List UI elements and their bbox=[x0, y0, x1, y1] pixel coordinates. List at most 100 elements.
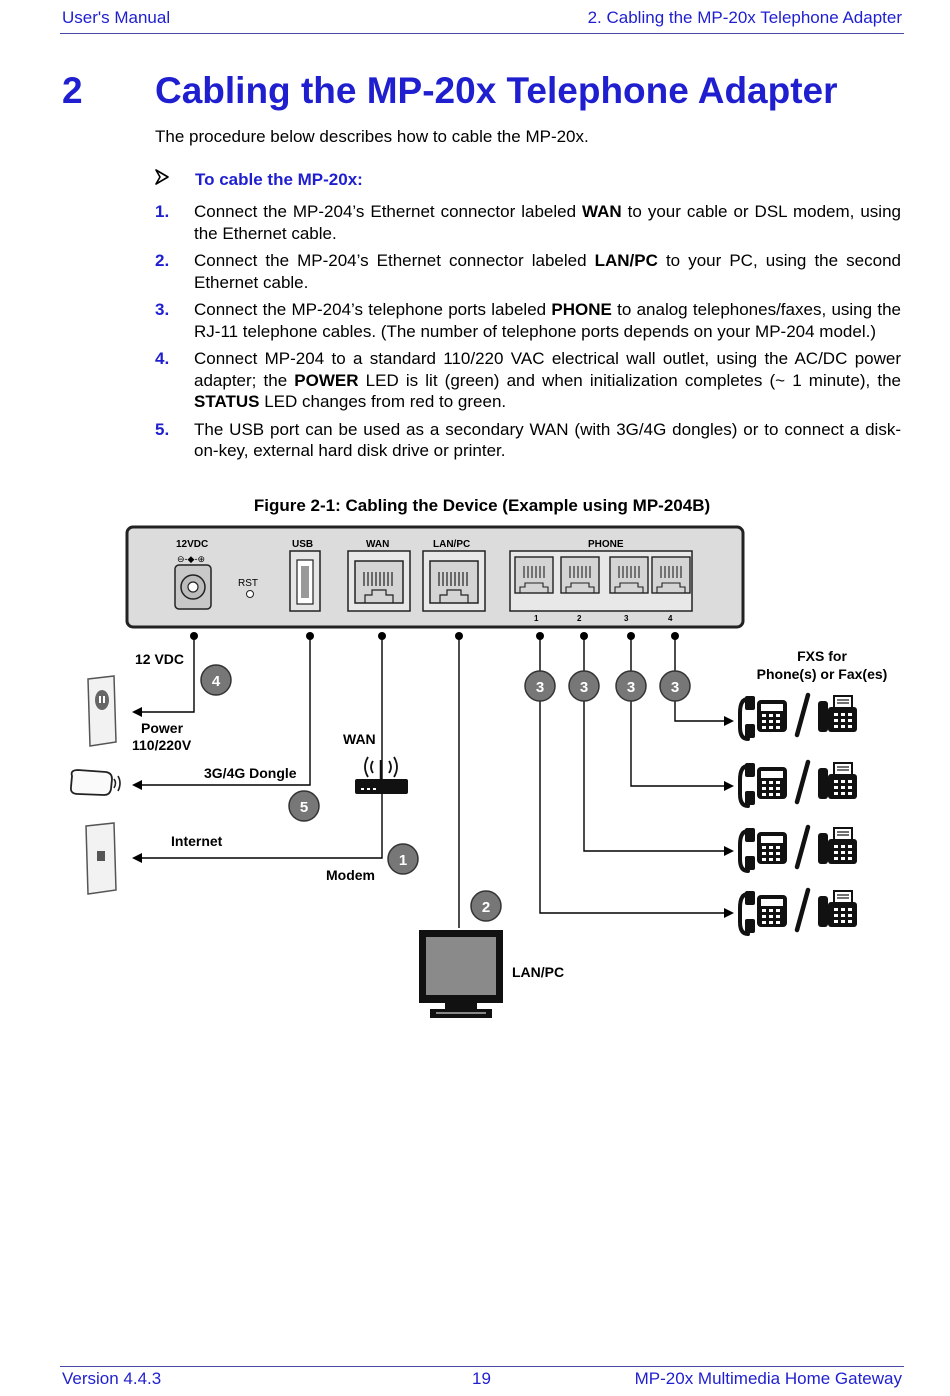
label-fxs: FXS for bbox=[797, 648, 847, 664]
step-keyword: WAN bbox=[582, 202, 622, 221]
power-outlet-icon bbox=[87, 675, 117, 747]
svg-text:5: 5 bbox=[300, 799, 308, 816]
internet-wall-jack-icon bbox=[85, 822, 117, 895]
slash-divider bbox=[794, 692, 811, 738]
step-number: 4. bbox=[155, 349, 170, 368]
step-number: 1. bbox=[155, 202, 170, 221]
slash-divider bbox=[794, 759, 811, 805]
telephone-icon bbox=[738, 763, 787, 808]
panel-12vdc-label: 12VDC bbox=[176, 539, 208, 550]
phone-fax-pair-1 bbox=[738, 692, 857, 741]
badge-phone-4: 3 bbox=[659, 670, 691, 702]
badge-phone-3: 3 bbox=[615, 670, 647, 702]
step-text: Connect the MP-204’s Ethernet connector … bbox=[194, 251, 595, 270]
connector-dots bbox=[190, 632, 679, 640]
fax-machine-icon bbox=[818, 827, 857, 864]
step-keyword: PHONE bbox=[551, 300, 612, 319]
intro-paragraph: The procedure below describes how to cab… bbox=[155, 127, 589, 146]
step-text: to your cable or DSL modem, using the Et… bbox=[194, 202, 901, 243]
step-number: 5. bbox=[155, 419, 170, 439]
badge-phone-2: 3 bbox=[568, 670, 600, 702]
steps-list: 1. Connect the MP-204’s Ethernet connecto… bbox=[155, 201, 901, 468]
cable-lines bbox=[140, 636, 726, 928]
footer-product: MP-20x Multimedia Home Gateway bbox=[634, 1369, 902, 1388]
step-item: 3. Connect the MP-204’s telephone ports l… bbox=[155, 299, 901, 342]
step-item: 4. Connect MP-204 to a standard 110/220 V… bbox=[155, 348, 901, 413]
panel-phone-label: PHONE bbox=[588, 539, 624, 550]
step-text: LED is lit (green) and when initializati… bbox=[358, 370, 901, 390]
chapter-number: 2 bbox=[62, 70, 83, 111]
lan-rj45-port-icon bbox=[422, 550, 486, 612]
step-number: 3. bbox=[155, 300, 170, 319]
fax-machine-icon bbox=[818, 695, 857, 732]
header-manual-title: User's Manual bbox=[62, 8, 171, 27]
figure-caption: Figure 2-1: Cabling the Device (Example … bbox=[253, 496, 711, 515]
procedure-heading: To cable the MP-20x: bbox=[155, 169, 363, 190]
label-lanpc: LAN/PC bbox=[512, 964, 564, 980]
step-text: Connect the MP-204’s Ethernet connector … bbox=[194, 202, 583, 221]
step-text: to your PC, using the second Ethernet ca… bbox=[194, 251, 901, 292]
panel-rst-label: RST bbox=[238, 578, 258, 589]
phone-fax-devices bbox=[738, 692, 857, 936]
label-fxs-devices: Phone(s) or Fax(es) bbox=[757, 666, 888, 682]
port-number-2: 2 bbox=[577, 614, 582, 623]
usb-dongle-icon bbox=[69, 769, 121, 796]
fax-machine-icon bbox=[818, 890, 857, 927]
step-keyword: POWER bbox=[294, 370, 359, 390]
procedure-title: To cable the MP-20x: bbox=[195, 170, 363, 189]
phone-rj11-ports bbox=[514, 556, 691, 594]
header-rule bbox=[60, 33, 904, 34]
label-power-voltage: 110/220V bbox=[132, 737, 192, 753]
step-keyword: LAN/PC bbox=[594, 251, 658, 270]
svg-text:3: 3 bbox=[627, 679, 635, 696]
svg-text:1: 1 bbox=[399, 852, 407, 869]
badge-power: 4 bbox=[200, 664, 232, 696]
badge-lan: 2 bbox=[470, 890, 502, 922]
port-number-3: 3 bbox=[624, 614, 629, 623]
badge-usb: 5 bbox=[288, 790, 320, 822]
label-modem: Modem bbox=[326, 867, 375, 883]
svg-text:3: 3 bbox=[671, 679, 679, 696]
phone-port-4-icon bbox=[651, 556, 691, 594]
phone-fax-pair-2 bbox=[738, 759, 857, 808]
step-item: 2. Connect the MP-204’s Ethernet connecto… bbox=[155, 250, 901, 293]
step-text: Connect MP-204 to a standard 110/220 VAC… bbox=[194, 349, 901, 390]
step-text: The USB port can be used as a secondary … bbox=[194, 419, 901, 461]
wan-rj45-port-icon bbox=[347, 550, 411, 612]
step-keyword: STATUS bbox=[194, 392, 260, 411]
phone-port-3-icon bbox=[609, 556, 649, 594]
footer-page-number: 19 bbox=[472, 1369, 491, 1388]
label-power: Power bbox=[141, 720, 184, 736]
svg-text:3: 3 bbox=[580, 679, 588, 696]
step-number: 2. bbox=[155, 251, 170, 270]
label-12vdc: 12 VDC bbox=[135, 651, 184, 667]
svg-text:2: 2 bbox=[482, 899, 490, 916]
arrow-bullet-icon bbox=[155, 169, 195, 190]
telephone-icon bbox=[738, 891, 787, 936]
polarity-symbol: ⊖-◆-⊕ bbox=[177, 554, 205, 564]
footer-version: Version 4.4.3 bbox=[62, 1369, 162, 1388]
phone-port-2-icon bbox=[560, 556, 600, 594]
header-chapter-title: 2. Cabling the MP-20x Telephone Adapter bbox=[587, 8, 902, 27]
port-number-4: 4 bbox=[668, 614, 673, 623]
label-internet: Internet bbox=[171, 833, 223, 849]
phone-port-1-icon bbox=[514, 556, 554, 594]
phone-fax-pair-3 bbox=[738, 824, 857, 873]
pc-monitor-icon bbox=[419, 930, 503, 1018]
phone-fax-pair-4 bbox=[738, 887, 857, 936]
telephone-icon bbox=[738, 696, 787, 741]
chapter-title: Cabling the MP-20x Telephone Adapter bbox=[155, 70, 838, 111]
badge-wan: 1 bbox=[387, 843, 419, 875]
footer-rule bbox=[60, 1366, 904, 1367]
step-text: Connect the MP-204’s telephone ports lab… bbox=[194, 300, 552, 319]
label-dongle: 3G/4G Dongle bbox=[204, 765, 297, 781]
step-text: LED changes from red to green. bbox=[259, 392, 507, 411]
slash-divider bbox=[794, 824, 811, 870]
port-number-1: 1 bbox=[534, 614, 539, 623]
reset-button-icon bbox=[246, 590, 254, 598]
svg-text:3: 3 bbox=[536, 679, 544, 696]
fax-machine-icon bbox=[818, 762, 857, 799]
telephone-icon bbox=[738, 828, 787, 873]
badge-phone-1: 3 bbox=[524, 670, 556, 702]
